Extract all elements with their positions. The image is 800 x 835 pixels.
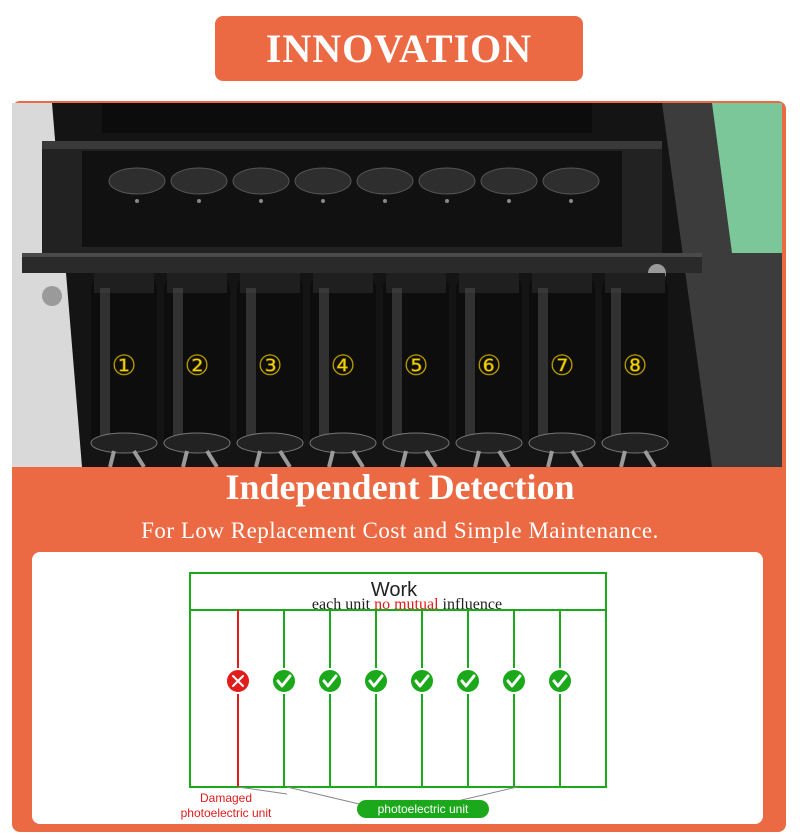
independence-diagram: Work each unit no mutual influence Damag… <box>181 572 607 820</box>
upper-slot <box>418 167 476 195</box>
sensor-cylinder: ① <box>90 273 158 467</box>
headline: Independent Detection <box>225 467 575 507</box>
photoelectric-unit-badge <box>357 800 489 818</box>
unit-number: ① <box>111 349 136 382</box>
upper-slot <box>356 167 414 195</box>
damaged-label-line1: Damaged <box>200 791 252 805</box>
unit-number: ⑧ <box>622 349 647 382</box>
sensor-cylinder: ⑤ <box>382 273 450 467</box>
check-icon <box>409 668 435 694</box>
sensor-cylinder: ④ <box>309 273 377 467</box>
upper-slot <box>480 167 538 195</box>
upper-slot <box>542 167 600 195</box>
upper-slot <box>108 167 166 195</box>
sensor-cylinder: ② <box>163 273 231 467</box>
upper-slot <box>294 167 352 195</box>
check-icon <box>363 668 389 694</box>
sensor-cylinder: ⑦ <box>528 273 596 467</box>
work-label: Work <box>371 579 418 601</box>
check-icon <box>317 668 343 694</box>
unit-number: ③ <box>257 349 282 382</box>
page-title: INNOVATION <box>265 26 533 71</box>
upper-slot <box>232 167 290 195</box>
sensor-cylinder: ⑥ <box>455 273 523 467</box>
title-badge: INNOVATION <box>215 16 583 81</box>
check-icon <box>455 668 481 694</box>
cross-icon <box>225 668 251 694</box>
check-icon <box>547 668 573 694</box>
diagram-card: Work each unit no mutual influence Damag… <box>32 552 763 824</box>
check-icon <box>501 668 527 694</box>
unit-number: ② <box>184 349 209 382</box>
check-icon <box>271 668 297 694</box>
mutual-influence-label: each unit no mutual influence <box>312 596 502 613</box>
sensor-cylinder: ③ <box>236 273 304 467</box>
damaged-label-line2: photoelectric unit <box>181 806 272 820</box>
product-photo: ① ② ③ ④ ⑤ ⑥ ⑦ ⑧ <box>12 103 782 467</box>
unit-number: ④ <box>330 349 355 382</box>
unit-number: ⑦ <box>549 349 574 382</box>
unit-number: ⑤ <box>403 349 428 382</box>
upper-slot <box>170 167 228 195</box>
photoelectric-unit-label: photoelectric unit <box>378 802 469 816</box>
subheadline: For Low Replacement Cost and Simple Main… <box>141 518 659 543</box>
sensor-cylinder: ⑧ <box>601 273 669 467</box>
unit-number: ⑥ <box>476 349 501 382</box>
